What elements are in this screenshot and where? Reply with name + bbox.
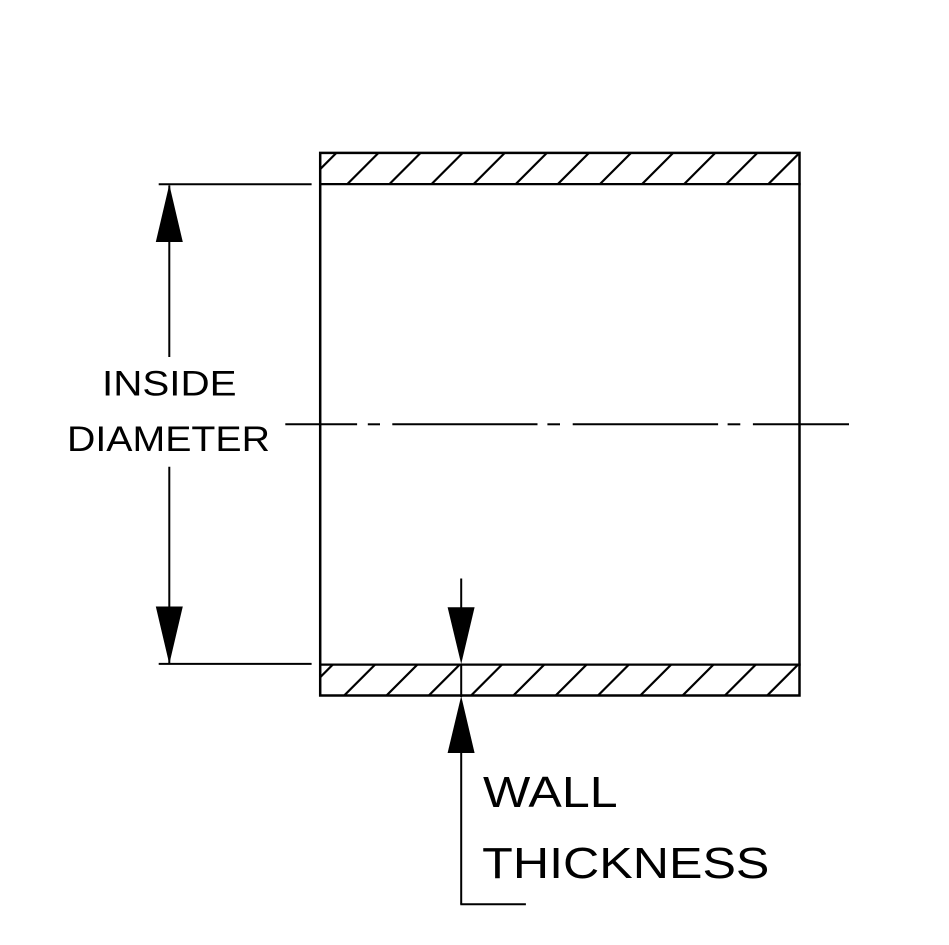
svg-text:INSIDE: INSIDE bbox=[102, 363, 237, 403]
svg-text:DIAMETER: DIAMETER bbox=[67, 419, 270, 459]
svg-text:THICKNESS: THICKNESS bbox=[482, 839, 769, 888]
svg-text:WALL: WALL bbox=[483, 768, 618, 817]
